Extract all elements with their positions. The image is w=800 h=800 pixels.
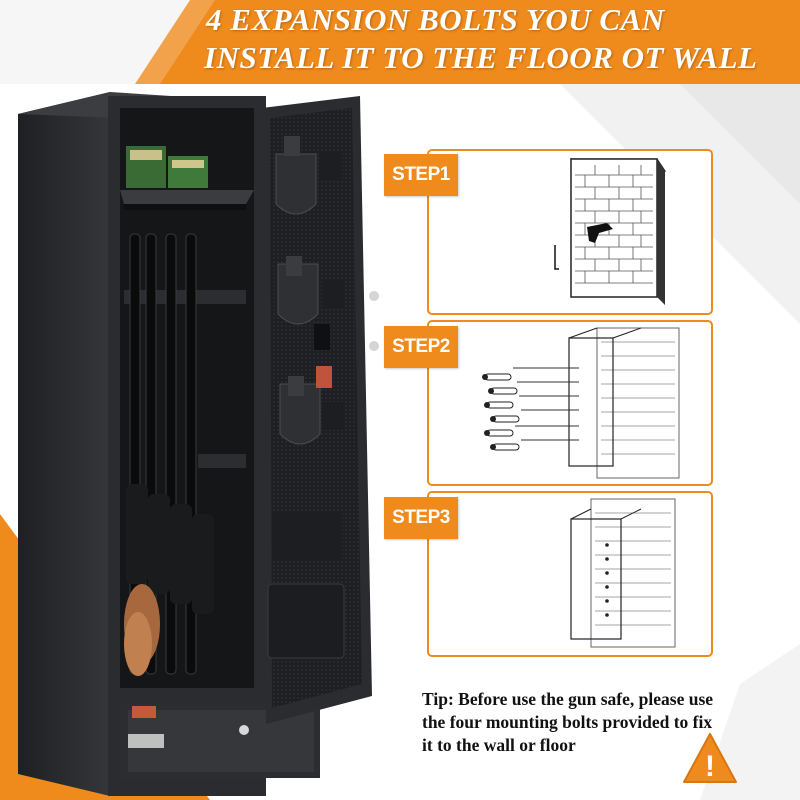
headline-line-1: 4 EXPANSION BOLTS YOU CAN <box>206 2 665 37</box>
step3-label: STEP3 <box>384 497 458 539</box>
step2-panel <box>427 320 713 486</box>
top-banner: 4 EXPANSION BOLTS YOU CAN INSTALL IT TO … <box>0 0 800 84</box>
bolt-insertion-illustration <box>482 327 680 479</box>
headline-line-2: INSTALL IT TO THE FLOOR OT WALL <box>204 40 758 75</box>
wall-with-safe-illustration <box>554 158 667 305</box>
step1-panel <box>427 149 713 315</box>
step3-panel <box>427 491 713 657</box>
step1-label: STEP1 <box>384 154 458 196</box>
warning-glyph: ! <box>705 750 715 783</box>
tip-text: Tip: Before use the gun safe, please use… <box>422 689 714 755</box>
warning-icon: ! <box>683 733 737 783</box>
step2-label: STEP2 <box>384 326 458 368</box>
safe-mounted-illustration <box>570 498 676 648</box>
gun-safe-product-image <box>18 92 379 796</box>
